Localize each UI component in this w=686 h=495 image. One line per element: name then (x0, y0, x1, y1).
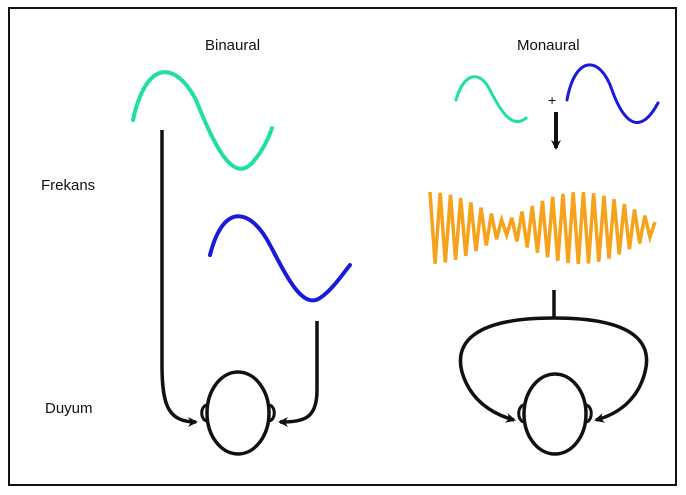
monaural-blue-sine-wave (565, 63, 660, 124)
binaural-head-icon (200, 370, 276, 456)
binaural-right-connector-arrow (278, 321, 319, 427)
monaural-title: Monaural (517, 37, 580, 54)
hearing-label: Duyum (45, 400, 93, 417)
monaural-connector (458, 290, 649, 423)
diagram-frame (8, 7, 677, 486)
plus-sign: + (548, 92, 557, 108)
monaural-teal-sine-wave (454, 75, 528, 124)
binaural-left-connector-arrow (160, 130, 198, 427)
binaural-teal-sine-wave (131, 70, 274, 171)
monaural-head-icon (517, 372, 593, 456)
binaural-title: Binaural (205, 37, 261, 54)
frequency-label: Frekans (41, 177, 96, 194)
binaural-blue-sine-wave (208, 214, 352, 303)
monaural-beat-wave (428, 191, 657, 265)
